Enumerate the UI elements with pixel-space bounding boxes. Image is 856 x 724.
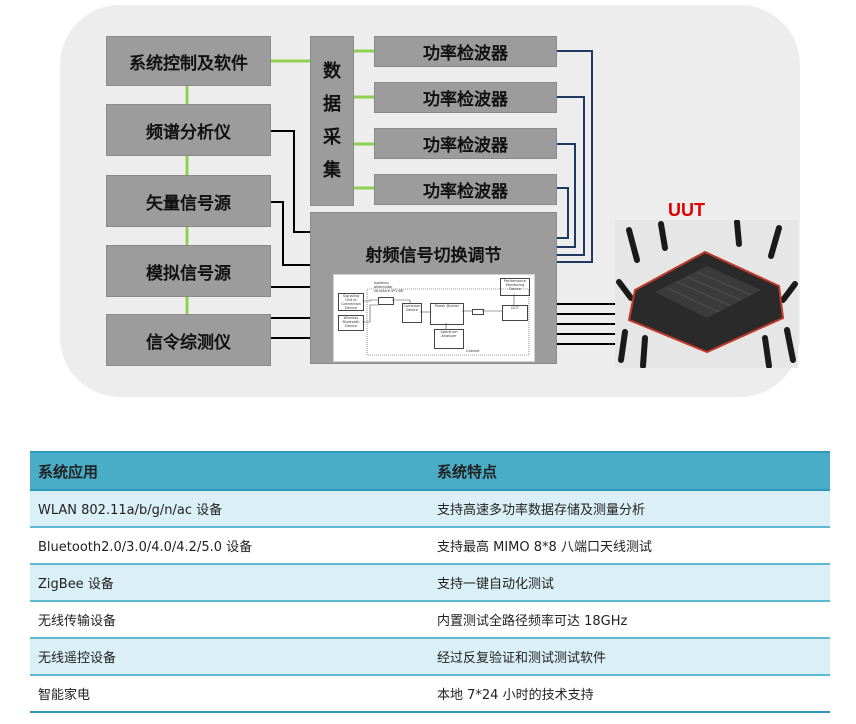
table-cell: Bluetooth2.0/3.0/4.0/4.2/5.0 设备 xyxy=(30,527,429,565)
vector-signal-source-box: 矢量信号源 xyxy=(106,175,271,227)
inset-attenuator xyxy=(378,297,394,305)
inset-signaling-unit: Signaling Unit or Connection Device xyxy=(338,293,364,311)
power-detector-box: 功率检波器 xyxy=(374,128,557,159)
power-detector-box: 功率检波器 xyxy=(374,36,557,67)
black-wire xyxy=(271,201,310,266)
column-header-features: 系统特点 xyxy=(429,451,830,491)
uut-label: UUT xyxy=(668,200,705,220)
inset-power-divider: Power Divider xyxy=(430,303,464,325)
black-wire xyxy=(271,130,310,233)
system-control-box: 系统控制及软件 xyxy=(106,36,271,86)
table-cell: 无线传输设备 xyxy=(30,601,429,639)
analog-signal-source-box: 模拟信号源 xyxy=(106,245,271,297)
table-cell: ZigBee 设备 xyxy=(30,564,429,602)
table-cell: 内置测试全路径频率可达 18GHz xyxy=(429,601,830,639)
daq-char: 据 xyxy=(323,94,341,115)
inset-attenuator-2 xyxy=(472,309,484,315)
inset-block-diagram: Signaling Unit or Connection Device Wire… xyxy=(333,274,535,362)
inset-combiner: Combiner Device xyxy=(402,303,422,323)
table-row: 无线遥控设备 经过反复验证和测试测试软件 xyxy=(30,638,830,676)
inset-dut: DUT xyxy=(502,305,528,321)
power-detector-box: 功率检波器 xyxy=(374,82,557,113)
table-row: ZigBee 设备 支持一键自动化测试 xyxy=(30,564,830,602)
table-cell: WLAN 802.11a/b/g/n/ac 设备 xyxy=(30,490,429,528)
table-cell: 无线遥控设备 xyxy=(30,638,429,676)
data-acquisition-box: 数 据 采 集 xyxy=(310,36,354,206)
navy-wire xyxy=(533,96,585,256)
table-row: 无线传输设备 内置测试全路径频率可达 18GHz xyxy=(30,601,830,639)
table-cell: 智能家电 xyxy=(30,675,429,713)
inset-cabinet-label: Cabinet xyxy=(466,349,480,353)
power-detector-box: 功率检波器 xyxy=(374,174,557,205)
table-row: Bluetooth2.0/3.0/4.0/4.2/5.0 设备 支持最高 MIM… xyxy=(30,527,830,565)
signaling-tester-box: 信令综测仪 xyxy=(106,314,271,366)
inset-performance-monitor: Performance Monitoring Device xyxy=(500,278,530,296)
table-header-row: 系统应用 系统特点 xyxy=(30,451,830,491)
table-cell: 支持一键自动化测试 xyxy=(429,564,830,602)
inset-wires xyxy=(362,288,530,356)
table-cell: 本地 7*24 小时的技术支持 xyxy=(429,675,830,713)
column-header-applications: 系统应用 xyxy=(30,451,429,491)
router-image xyxy=(615,219,798,369)
daq-char: 集 xyxy=(323,160,341,181)
table-cell: 支持最高 MIMO 8*8 八端口天线测试 xyxy=(429,527,830,565)
navy-wire xyxy=(533,50,593,263)
table-cell: 经过反复验证和测试测试软件 xyxy=(429,638,830,676)
spectrum-analyzer-box: 频谱分析仪 xyxy=(106,104,271,156)
daq-char: 数 xyxy=(323,61,341,82)
inset-wireless-device: Wireless Bluetooth Device xyxy=(338,315,364,331)
inset-isolation-label: Isolation attenuator structure 4*1 dB xyxy=(374,281,403,293)
daq-char: 采 xyxy=(323,127,341,148)
table-cell: 支持高速多功率数据存储及测量分析 xyxy=(429,490,830,528)
table-row: WLAN 802.11a/b/g/n/ac 设备 支持高速多功率数据存储及测量分… xyxy=(30,490,830,528)
router-illustration xyxy=(616,219,798,369)
inset-spectrum-analyzer: Spectrum Analyzer xyxy=(434,329,464,349)
table-row: 智能家电 本地 7*24 小时的技术支持 xyxy=(30,675,830,713)
features-table: 系统应用 系统特点 WLAN 802.11a/b/g/n/ac 设备 支持高速多… xyxy=(30,451,830,713)
